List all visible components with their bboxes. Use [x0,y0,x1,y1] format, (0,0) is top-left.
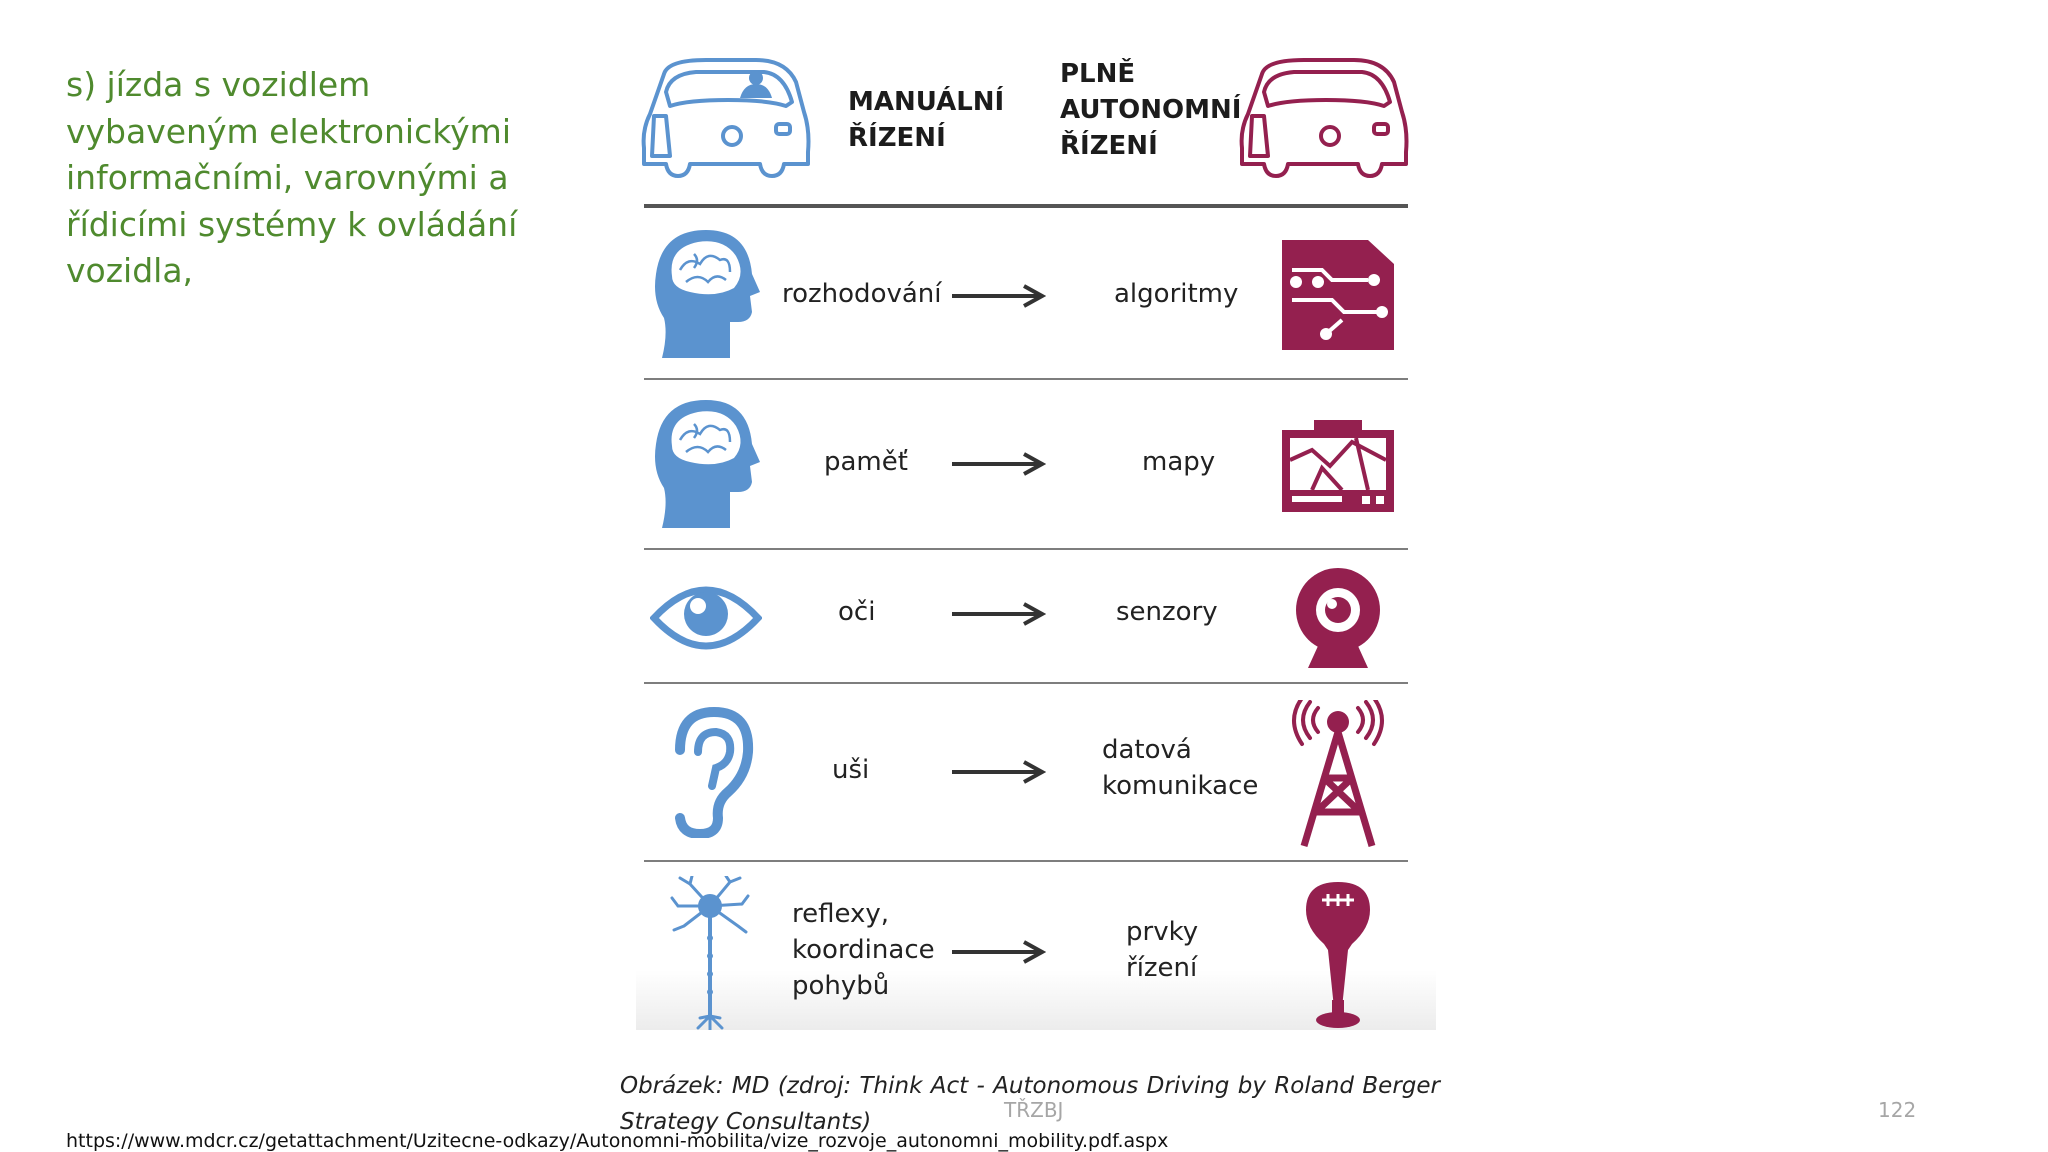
ear-icon [675,706,754,838]
machine-label: senzory [1116,597,1218,627]
arrow-icon [952,452,1046,476]
neuron-icon [670,876,750,1030]
arrow-icon [952,602,1046,626]
row-divider [644,682,1408,684]
radio-tower-icon [1292,700,1384,848]
row-divider [644,378,1408,380]
page-number: 122 [1878,1098,1917,1122]
human-label: reflexy, koordinace pohybů [792,899,935,1001]
driverless-car-icon [1239,58,1409,178]
eye-icon [650,586,762,650]
side-text: s) jízda s vozidlem vybaveným elektronic… [66,65,518,290]
human-label: oči [838,597,876,627]
machine-label: prvky řízení [1126,917,1199,983]
header-divider [644,204,1408,208]
camera-sensor-icon [1296,568,1380,668]
brain-head-icon [655,230,760,358]
brain-head-icon [655,400,760,528]
figure-caption: Obrázek: MD (zdroj: Think Act - Autonomo… [620,1073,1440,1099]
human-label: uši [832,755,870,785]
car-with-driver-icon [641,58,811,178]
autonomous-heading: PLNĚ AUTONOMNÍ ŘÍZENÍ [1060,59,1242,161]
machine-label: algoritmy [1114,279,1239,309]
machine-label: datová komunikace [1102,735,1259,801]
machine-label: mapy [1142,447,1216,477]
manual-heading: MANUÁLNÍ ŘÍZENÍ [848,87,1005,153]
gear-stick-icon [1306,882,1370,1028]
arrow-icon [952,940,1046,964]
human-label: rozhodování [782,279,942,309]
row-divider [644,548,1408,550]
bottom-fade [636,970,1436,1030]
footer-label: TŘZBJ [1004,1098,1064,1122]
arrow-icon [952,284,1046,308]
circuit-chip-icon [1282,240,1394,350]
source-url[interactable]: https://www.mdcr.cz/getattachment/Uzitec… [66,1130,1169,1152]
human-vs-autonomous-diagram: MANUÁLNÍ ŘÍZENÍ PLNĚ AUTONOMNÍ ŘÍZENÍ ro… [636,40,1436,1030]
figure-caption-line2: Strategy Consultants) [620,1109,872,1135]
arrow-icon [952,760,1046,784]
human-label: paměť [824,447,908,477]
navigation-map-icon [1282,420,1394,512]
row-divider [644,860,1408,862]
